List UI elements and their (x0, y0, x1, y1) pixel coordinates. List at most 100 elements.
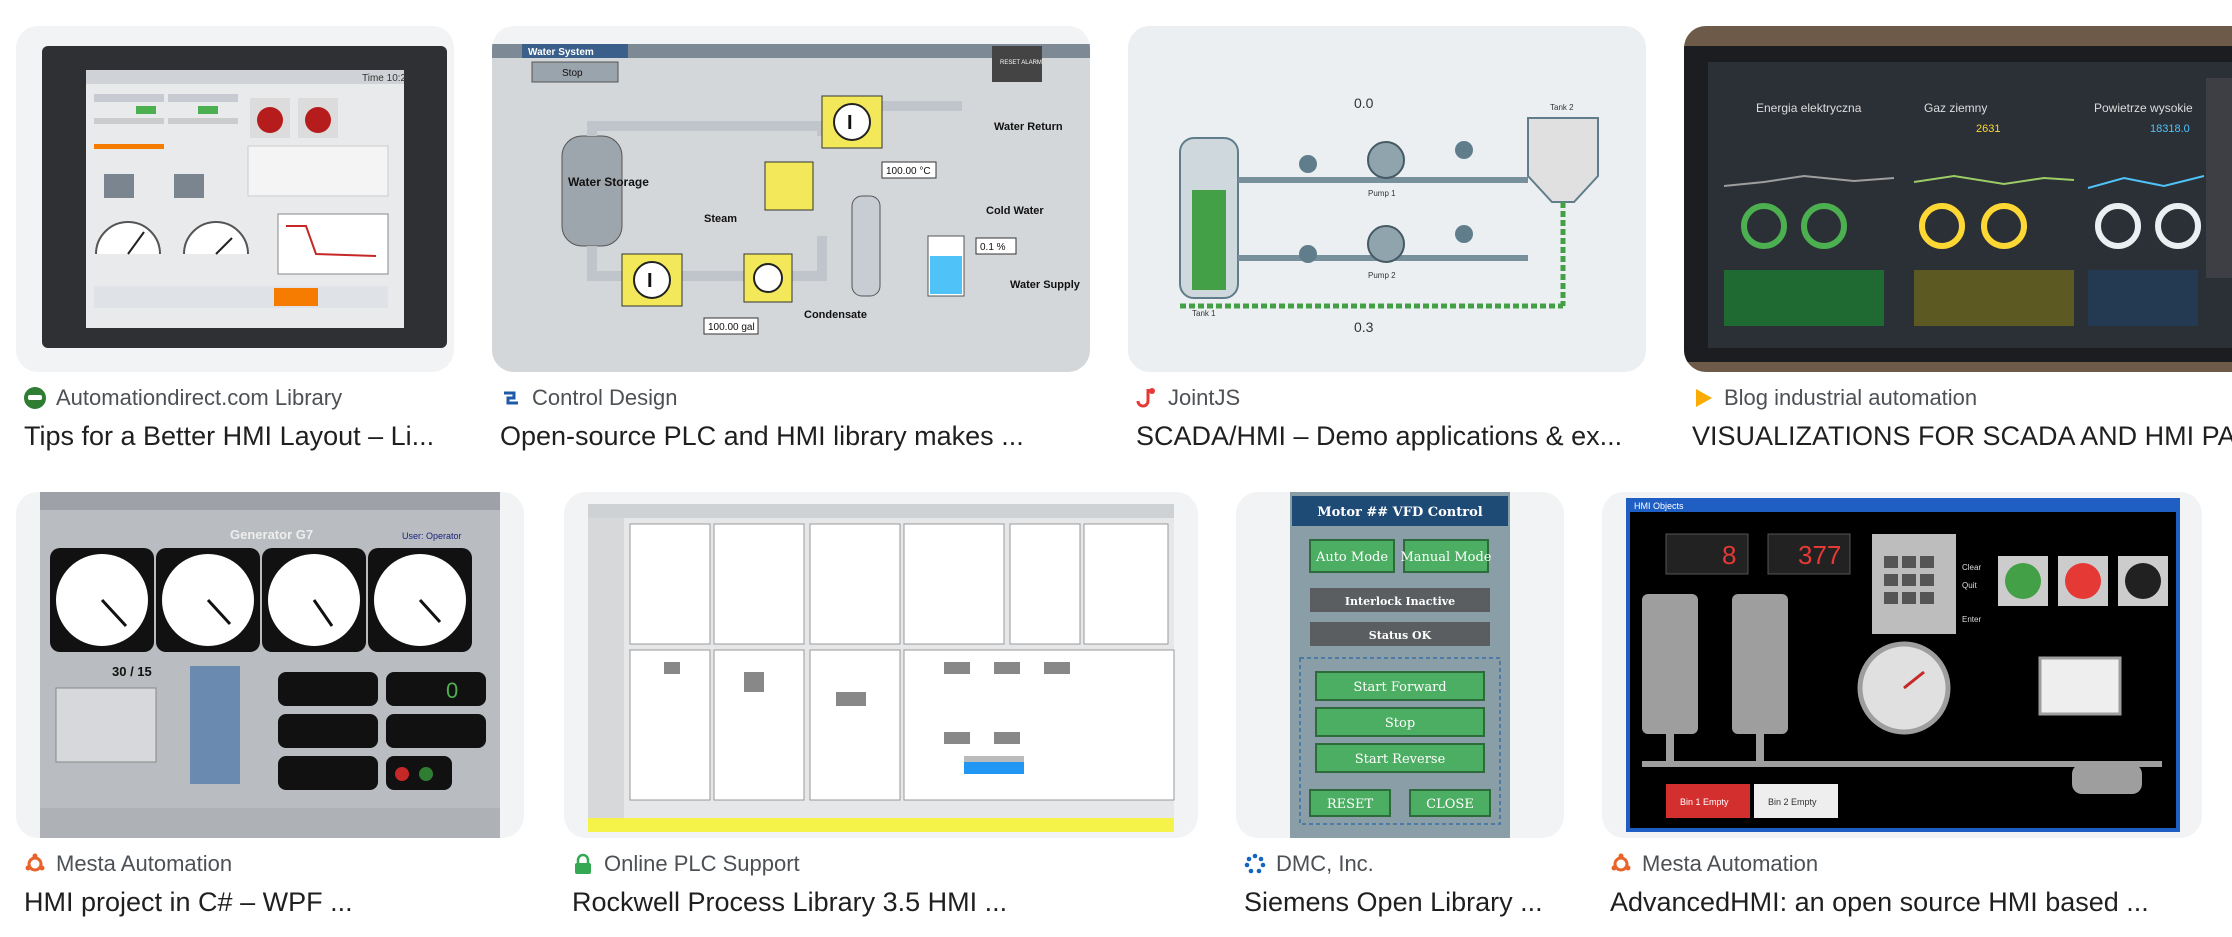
hmi3-tank1: Tank 1 (1192, 309, 1216, 318)
hmi7-start-reverse: Start Reverse (1355, 752, 1446, 767)
result-title-link[interactable]: Tips for a Better HMI Layout – Li... (24, 421, 435, 451)
result-source-name: Control Design (532, 385, 678, 410)
hmi5-gauges (50, 548, 472, 652)
hmi2-i1: I (847, 112, 853, 134)
hmi-panel-image: Time 10:29 (42, 46, 447, 348)
dmc-dots-icon (1244, 853, 1266, 875)
hmi7-start-forward: Start Forward (1353, 680, 1446, 695)
hmi7-auto: Auto Mode (1315, 550, 1388, 565)
hmi2-cold: Cold Water (986, 205, 1044, 217)
automationdirect-icon (24, 387, 46, 409)
hmi8-window-title: HMI Objects (1634, 501, 1684, 511)
hmi8-quit: Quit (1962, 581, 1977, 590)
control-design-icon (500, 387, 522, 409)
process-library-image (588, 504, 1175, 832)
hmi5-title: Generator G7 (230, 527, 313, 542)
scada-monitor-photo: Energia elektryczna Gaz ziemny Powietrze… (1684, 26, 2232, 372)
result-thumbnail[interactable]: Motor ## VFD Control Auto Mode Manual Mo… (1236, 492, 1564, 838)
result-source[interactable]: Online PLC Support (572, 850, 800, 878)
result-source[interactable]: Control Design (500, 384, 678, 412)
result-source[interactable]: Automationdirect.com Library (24, 384, 342, 412)
jointjs-icon (1136, 387, 1158, 409)
hmi7-reset: RESET (1327, 797, 1374, 812)
hmi8-enter: Enter (1962, 615, 1981, 624)
hmi7-close: CLOSE (1426, 797, 1474, 812)
hmi3-bottom-value: 0.3 (1354, 319, 1374, 335)
result-source-name: Mesta Automation (1642, 851, 1819, 876)
result-source-name: DMC, Inc. (1276, 851, 1374, 876)
result-title-link[interactable]: SCADA/HMI – Demo applications & ex... (1136, 421, 1623, 451)
hmi2-supply: Water Supply (1010, 279, 1081, 291)
hmi2-reset: RESET ALARM (1000, 60, 1042, 66)
hmi7-stop: Stop (1385, 716, 1415, 731)
result-source[interactable]: Mesta Automation (24, 850, 232, 878)
result-card[interactable]: Water System Stop RESET ALARM Water Stor… (492, 26, 1090, 462)
hmi8-digit2: 377 (1798, 540, 1841, 570)
mesta-gear-icon (1610, 853, 1632, 875)
result-thumbnail[interactable]: Water System Stop RESET ALARM Water Stor… (492, 26, 1090, 372)
result-card[interactable]: 0.0 0.3 Tank 1 Pump 1 Pump 2 Tank 2 Join… (1128, 26, 1646, 462)
hmi5-digit: 0 (446, 678, 458, 703)
result-thumbnail[interactable]: Generator G7 User: Operator 30 / 15 0 (16, 492, 524, 838)
water-system-hmi-image: Water System Stop RESET ALARM Water Stor… (492, 44, 1090, 372)
result-thumbnail[interactable]: Energia elektryczna Gaz ziemny Powietrze… (1684, 26, 2232, 372)
scada-demo-image: 0.0 0.3 Tank 1 Pump 1 Pump 2 Tank 2 (1128, 26, 1646, 372)
vfd-control-image: Motor ## VFD Control Auto Mode Manual Mo… (1290, 492, 1510, 838)
hmi2-steam: Steam (704, 213, 737, 225)
result-card[interactable]: Generator G7 User: Operator 30 / 15 0 (16, 492, 524, 928)
hmi4-panel3: Powietrze wysokie (2094, 101, 2193, 115)
result-title-link[interactable]: Open-source PLC and HMI library makes ..… (500, 421, 1024, 451)
result-source-name: Automationdirect.com Library (56, 385, 343, 410)
hmi2-flow: 100.00 gal (708, 322, 755, 333)
hmi8-digit1: 8 (1722, 540, 1736, 570)
result-source-name: Mesta Automation (56, 851, 233, 876)
hmi7-status: Status OK (1369, 629, 1432, 642)
hmi2-condensate: Condensate (804, 309, 867, 321)
result-card[interactable]: HMI Objects 8 377 Clear Quit Enter Bin (1602, 492, 2202, 928)
result-title-link[interactable]: HMI project in C# – WPF ... (24, 887, 353, 917)
lock-icon (572, 853, 594, 875)
result-card[interactable]: Motor ## VFD Control Auto Mode Manual Mo… (1236, 492, 1564, 928)
result-card[interactable]: Energia elektryczna Gaz ziemny Powietrze… (1684, 26, 2232, 462)
hmi5-counter: 30 / 15 (112, 664, 152, 679)
hmi5-user: User: Operator (402, 531, 462, 541)
hmi7-interlock: Interlock Inactive (1345, 595, 1455, 608)
hmi4-panel2: Gaz ziemny (1924, 101, 1987, 115)
advancedhmi-image: HMI Objects 8 377 Clear Quit Enter Bin (1626, 498, 2180, 832)
hmi1-time: Time 10:29 (362, 73, 412, 84)
hmi2-header: Water System (528, 47, 594, 58)
hmi3-tank2: Tank 2 (1550, 103, 1574, 112)
result-source[interactable]: JointJS (1136, 384, 1240, 412)
result-thumbnail[interactable]: HMI Objects 8 377 Clear Quit Enter Bin (1602, 492, 2202, 838)
result-source-name: Blog industrial automation (1724, 385, 1978, 410)
result-title-link[interactable]: VISUALIZATIONS FOR SCADA AND HMI PANELS (1692, 421, 2232, 451)
result-card[interactable]: Online PLC Support Rockwell Process Libr… (564, 492, 1198, 928)
hmi4-panel1: Energia elektryczna (1756, 101, 1862, 115)
hmi8-btn1: Bin 1 Empty (1680, 797, 1729, 807)
play-icon (1692, 387, 1714, 409)
result-title-link[interactable]: Rockwell Process Library 3.5 HMI ... (572, 887, 1008, 917)
result-thumbnail[interactable]: Time 10:29 (16, 26, 454, 372)
hmi2-storage: Water Storage (568, 175, 649, 189)
mesta-gear-icon (24, 853, 46, 875)
result-card[interactable]: Time 10:29 Automationdirect.com Library … (16, 26, 454, 462)
result-source[interactable]: Mesta Automation (1610, 850, 1818, 878)
result-source[interactable]: DMC, Inc. (1244, 850, 1374, 878)
result-title-link[interactable]: AdvancedHMI: an open source HMI based ..… (1610, 887, 2149, 917)
hmi7-manual: Manual Mode (1401, 550, 1492, 565)
hmi2-level: 0.1 % (980, 242, 1006, 253)
hmi4-val3: 18318.0 (2150, 123, 2190, 135)
result-thumbnail[interactable] (564, 492, 1198, 838)
hmi2-stop: Stop (562, 68, 583, 79)
hmi2-i2: I (647, 270, 653, 292)
hmi4-val2: 2631 (1976, 123, 2000, 135)
result-source-name: JointJS (1168, 385, 1241, 410)
hmi8-btn2: Bin 2 Empty (1768, 797, 1817, 807)
hmi2-temp: 100.00 °C (886, 166, 931, 177)
result-thumbnail[interactable]: 0.0 0.3 Tank 1 Pump 1 Pump 2 Tank 2 (1128, 26, 1646, 372)
result-title-link[interactable]: Siemens Open Library ... (1244, 887, 1543, 917)
generator-hmi-image: Generator G7 User: Operator 30 / 15 0 (40, 492, 500, 838)
hmi2-return: Water Return (994, 121, 1063, 133)
result-source[interactable]: Blog industrial automation (1692, 384, 1977, 412)
result-source-name: Online PLC Support (604, 851, 800, 876)
